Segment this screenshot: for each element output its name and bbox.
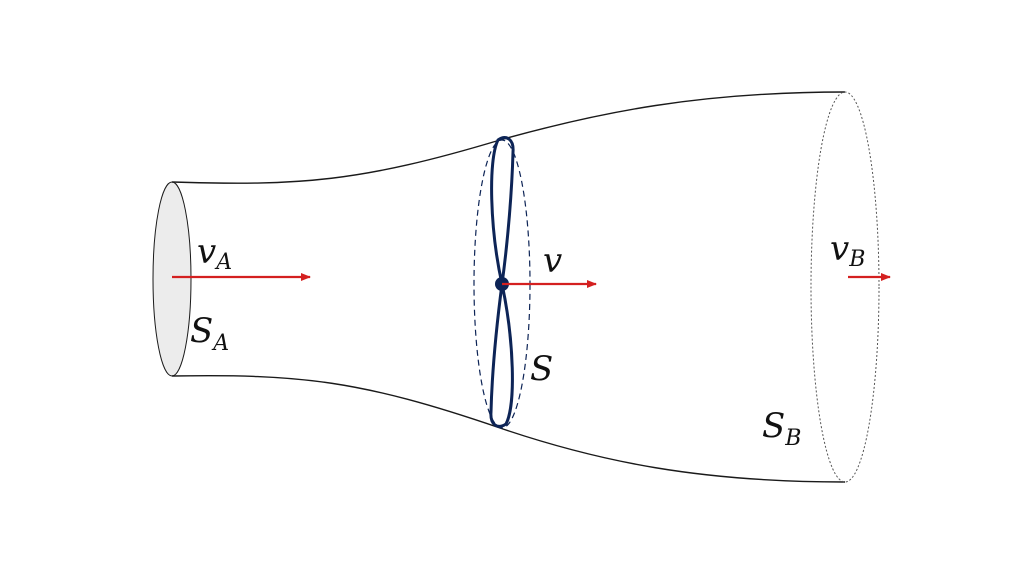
outlet-velocity-label: vB — [830, 229, 865, 272]
rotor-blade-upper — [490, 136, 515, 286]
outlet-area-label: SB — [762, 406, 801, 451]
outlet-cross-section — [810, 91, 880, 483]
stream-tube-bottom-boundary — [171, 374, 846, 483]
rotor-area-label: S — [530, 349, 553, 389]
inlet-area-label: SA — [190, 311, 229, 356]
rotor-velocity-label: v — [543, 241, 562, 281]
inlet-velocity-label: vA — [197, 232, 232, 275]
rotor-blade-lower — [489, 282, 514, 428]
inlet-cross-section — [152, 181, 192, 377]
